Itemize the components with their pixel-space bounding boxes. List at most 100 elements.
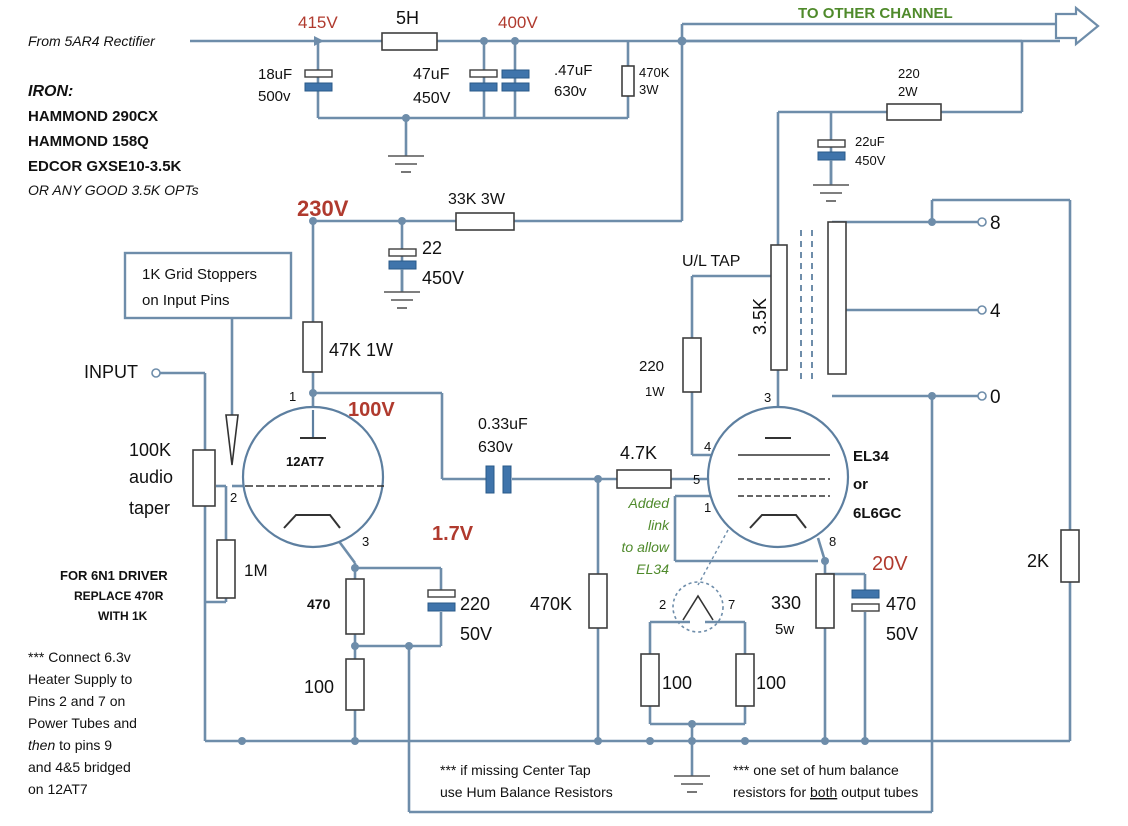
resistor-2k — [1060, 529, 1080, 583]
pin-4-el34: 4 — [704, 439, 711, 454]
potentiometer-100k — [192, 449, 216, 507]
output-transformer — [770, 221, 847, 380]
resistor-100-cathode — [345, 658, 365, 711]
resistor-470-cathode — [345, 578, 365, 635]
c22uf-voltage: 450V — [855, 153, 886, 168]
hum-balance-note-2b: both — [810, 784, 837, 800]
iron-heading: IRON: — [28, 83, 73, 100]
resistor-33k-3w — [455, 212, 515, 231]
r100-label: 100 — [304, 677, 334, 697]
r330-watts: 5w — [775, 621, 794, 638]
ground-22-cap — [384, 269, 420, 309]
grid-stopper-box — [123, 251, 293, 320]
tube-12at7-label: 12AT7 — [286, 454, 324, 469]
r220-1w-watts: 1W — [645, 384, 665, 399]
r470k-label: 470K — [530, 594, 572, 614]
driver-note-2: REPLACE 470R — [74, 589, 164, 603]
hum-resistor-100-right — [735, 653, 755, 707]
choke-label: 5H — [396, 8, 419, 28]
link-note-3: to allow — [622, 539, 670, 555]
bleeder-value: 470K — [639, 65, 670, 80]
voltage-230v: 230V — [297, 196, 349, 221]
tube-el34-label-2: or — [853, 476, 868, 493]
heater-note-7: on 12AT7 — [28, 781, 88, 797]
voltage-20v: 20V — [872, 553, 908, 575]
r220-2w-value: 220 — [898, 66, 920, 81]
link-note-4: EL34 — [636, 561, 669, 577]
heater-note-5-rest: to pins 9 — [55, 737, 112, 753]
r2k-label: 2K — [1027, 551, 1049, 571]
coupling-cap-value: 0.33uF — [478, 416, 528, 433]
heater-note-5: then to pins 9 — [28, 737, 112, 753]
c220-voltage: 50V — [460, 624, 492, 644]
power-supply-wiring — [190, 5, 1100, 322]
heater-note-2: Heater Supply to — [28, 671, 132, 687]
r47k-label: 47K 1W — [329, 340, 393, 360]
pot-line-1: 100K — [129, 440, 171, 460]
ground-psu — [388, 155, 424, 173]
input-terminal — [151, 368, 161, 378]
pot-line-3: taper — [129, 498, 170, 518]
iron-line-4: OR ANY GOOD 3.5K OPTs — [28, 182, 199, 198]
input-label: INPUT — [84, 362, 138, 382]
coupling-cap-033uf — [485, 465, 512, 494]
center-tap-note-2: use Hum Balance Resistors — [440, 784, 613, 800]
center-tap-note-1: *** if missing Center Tap — [440, 762, 591, 778]
cap2-voltage: 450V — [413, 90, 451, 107]
pin-1-el34: 1 — [704, 500, 711, 515]
rectifier-label: From 5AR4 Rectifier — [28, 33, 156, 49]
hum-balance-note-2: resistors for both output tubes — [733, 784, 918, 800]
to-other-channel-arrow — [1054, 5, 1100, 47]
heater-pin-2: 2 — [659, 597, 666, 612]
r1m-label: 1M — [244, 561, 268, 580]
cap-22-450v — [388, 248, 417, 270]
ground-22uf — [813, 160, 849, 202]
hum-r-left-label: 100 — [662, 673, 692, 693]
r330-value: 330 — [771, 593, 801, 613]
iron-line-2: HAMMOND 158Q — [28, 133, 149, 150]
opt-impedance: 3.5K — [750, 298, 770, 335]
pin-2-12at7: 2 — [230, 490, 237, 505]
r220-2w-watts: 2W — [898, 84, 918, 99]
cap2-value: 47uF — [413, 66, 450, 83]
r4-7k-label: 4.7K — [620, 443, 657, 463]
tube-el34-label-3: 6L6GC — [853, 505, 902, 522]
c22-value: 22 — [422, 238, 442, 258]
tube-el34 — [672, 405, 850, 633]
c470-voltage: 50V — [886, 624, 918, 644]
hum-resistor-100-left — [640, 653, 660, 707]
ground-main — [674, 775, 710, 793]
c470-value: 470 — [886, 594, 916, 614]
coupling-cap-voltage: 630v — [478, 439, 513, 456]
pin-3-el34: 3 — [764, 390, 771, 405]
tap-4: 4 — [990, 301, 1001, 322]
r33k-label: 33K 3W — [448, 191, 506, 208]
junction-dots — [238, 36, 936, 745]
labels: From 5AR4 Rectifier 415V 5H 400V TO OTHE… — [28, 5, 1049, 800]
cap-18uf — [304, 69, 333, 92]
hum-r-right-label: 100 — [756, 673, 786, 693]
grid-stopper-line-2: on Input Pins — [142, 292, 230, 309]
pin-1-12at7: 1 — [289, 389, 296, 404]
c220-value: 220 — [460, 594, 490, 614]
r220-1w-value: 220 — [639, 358, 664, 375]
tube-el34-label-1: EL34 — [853, 448, 890, 465]
cap-47uf — [469, 69, 498, 92]
pot-line-2: audio — [129, 467, 173, 487]
driver-note-3: WITH 1K — [98, 609, 148, 623]
heater-note-5-then: then — [28, 737, 55, 753]
cap-047uf — [501, 69, 530, 92]
hum-balance-note-1: *** one set of hum balance — [733, 762, 899, 778]
choke-5h — [381, 32, 438, 51]
resistor-220-1w — [682, 337, 702, 393]
bleeder-watts: 3W — [639, 82, 659, 97]
cap1-voltage: 500v — [258, 88, 291, 105]
tap-0: 0 — [990, 387, 1001, 408]
resistor-1m — [216, 539, 236, 599]
terminal-8 — [977, 217, 987, 227]
driver-note-1: FOR 6N1 DRIVER — [60, 568, 168, 583]
heater-note-6: and 4&5 bridged — [28, 759, 131, 775]
link-note-2: link — [648, 517, 670, 533]
cap3-voltage: 630v — [554, 83, 587, 100]
